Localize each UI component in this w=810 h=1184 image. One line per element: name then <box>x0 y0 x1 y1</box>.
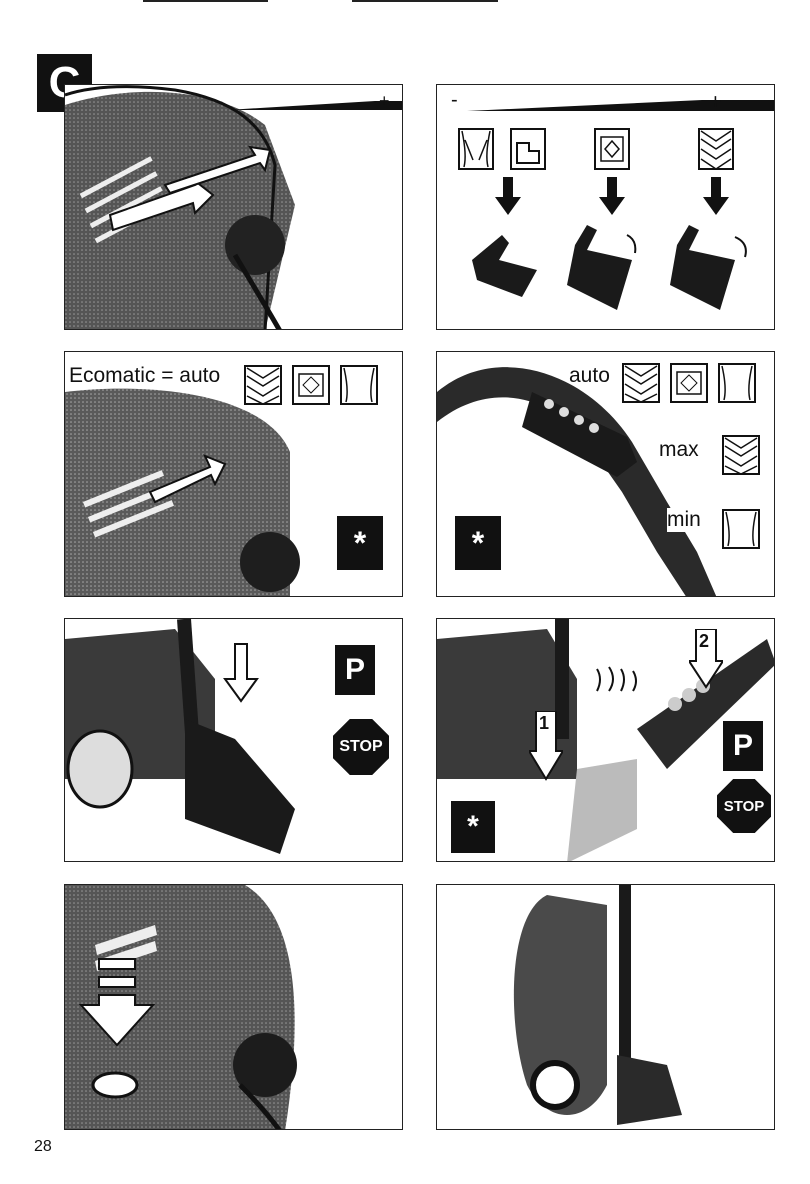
carpet-icon <box>623 364 659 402</box>
panel-handle-parking: 1 2 P STOP * <box>436 618 775 862</box>
down-arrow-icon <box>495 177 729 215</box>
stop-label: STOP <box>339 738 382 756</box>
armchair-icon <box>511 129 545 169</box>
auto-label: auto <box>569 364 610 388</box>
star-badge: * <box>451 801 495 853</box>
step1-label: 1 <box>539 713 549 734</box>
suction-plus: + <box>379 91 390 112</box>
step2-arrow: 2 <box>689 629 723 689</box>
nozzle-icon <box>472 225 735 310</box>
vacuum-top-illustration <box>65 885 403 1130</box>
step2-label: 2 <box>699 631 709 652</box>
nozzle-illustration <box>437 85 775 330</box>
panel-storage <box>436 884 775 1130</box>
rug-icon <box>671 364 707 402</box>
carpet-icon <box>699 129 733 169</box>
rug-icon <box>293 366 329 404</box>
surface-icons <box>243 364 383 406</box>
max-label: max <box>659 438 699 462</box>
curtain-icon <box>721 508 761 550</box>
step1-arrow: 1 <box>529 711 563 771</box>
surface-icons <box>621 362 761 404</box>
vacuum-cleaner-icon <box>437 885 775 1130</box>
rug-icon <box>595 129 629 169</box>
ecomatic-label: Ecomatic = auto <box>67 364 222 388</box>
page-number: 28 <box>34 1138 52 1156</box>
carpet-icon <box>721 434 761 476</box>
star-badge: * <box>455 516 501 570</box>
panel-ecomatic: Ecomatic = auto * <box>64 351 403 597</box>
top-rule-left <box>143 0 268 2</box>
curtain-icon <box>459 129 493 169</box>
park-badge: P <box>723 721 763 771</box>
panel-handle-controls: auto max min * <box>436 351 775 597</box>
nozzle-icon <box>617 1055 682 1125</box>
suction-minus: - <box>217 91 223 112</box>
power-button-icon <box>93 1073 137 1097</box>
stop-label: STOP <box>724 798 765 815</box>
panel-suction-regulator: - + <box>64 84 403 330</box>
top-rule-right <box>352 0 498 2</box>
carpet-icon <box>245 366 281 404</box>
curtain-icon <box>719 364 755 402</box>
panel-parking: P STOP <box>64 618 403 862</box>
curtain-icon <box>341 366 377 404</box>
vacuum-top-illustration <box>65 85 403 330</box>
panel-power-button <box>64 884 403 1130</box>
suction-scale-wedge <box>227 101 403 110</box>
stop-sign-icon: STOP <box>333 719 389 775</box>
down-arrow-icon <box>225 644 257 701</box>
nozzle-icon <box>185 719 295 854</box>
star-badge: * <box>337 516 383 570</box>
min-label: min <box>667 508 701 532</box>
park-badge: P <box>335 645 375 695</box>
panel-nozzle-selection: - + <box>436 84 775 330</box>
